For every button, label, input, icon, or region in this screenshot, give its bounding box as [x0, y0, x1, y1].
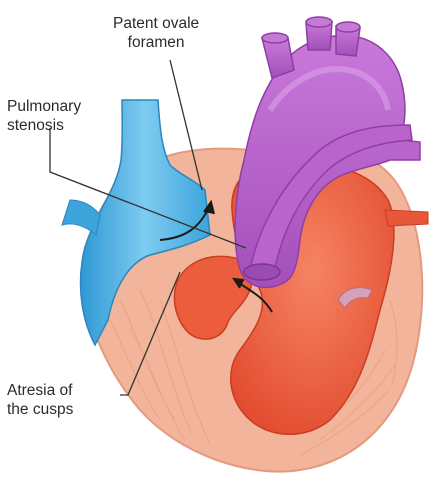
- label-patent-ovale-foramen: Patent ovale foramen: [113, 14, 199, 52]
- label-pof-line1: Patent ovale: [113, 14, 199, 33]
- label-atresia-of-cusps: Atresia of the cusps: [7, 381, 73, 419]
- pulmonary-vein: [385, 210, 428, 226]
- label-ps-line2: stenosis: [7, 116, 81, 135]
- label-ps-line1: Pulmonary: [7, 97, 81, 116]
- stenotic-valve: [244, 264, 280, 280]
- label-atr-line2: the cusps: [7, 400, 73, 419]
- label-pulmonary-stenosis: Pulmonary stenosis: [7, 97, 81, 135]
- vein-branch: [62, 200, 100, 235]
- label-atr-line1: Atresia of: [7, 381, 73, 400]
- label-pof-line2: foramen: [113, 33, 199, 52]
